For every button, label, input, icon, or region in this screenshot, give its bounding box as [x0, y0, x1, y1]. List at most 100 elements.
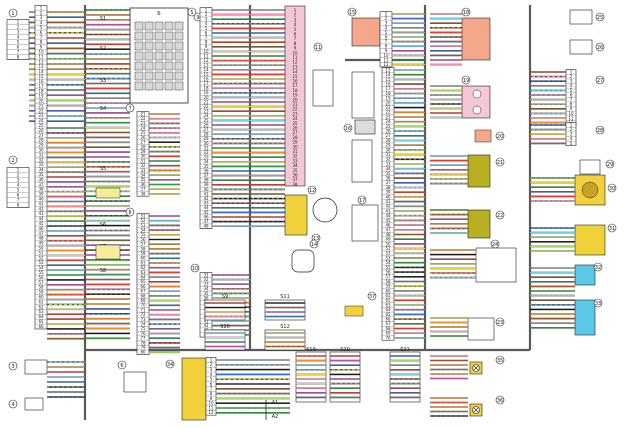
component-number: 2 [11, 158, 14, 164]
component-number: 18 [463, 10, 469, 16]
pin-number: 34 [140, 173, 146, 178]
fuse-slot [134, 31, 144, 41]
pin-number: 41 [203, 318, 209, 323]
pin-number: 14 [292, 69, 298, 74]
component-label-8: 8 [125, 207, 135, 217]
label-circle [165, 359, 175, 369]
pin-number: 8 [294, 41, 297, 46]
component-label-20: 20 [495, 131, 505, 141]
lamp-35 [469, 361, 483, 375]
pin-number: 23 [38, 113, 44, 118]
pin-number: 6 [17, 44, 20, 49]
component-number: 30 [609, 186, 615, 192]
component-number: 13 [313, 236, 319, 242]
pin-number: 68 [385, 326, 391, 331]
pin-number: 61 [38, 299, 44, 304]
component-number: 29 [607, 162, 613, 168]
pin-number: 7 [17, 197, 20, 202]
connector-yellow-left [95, 244, 121, 260]
pin-number: 59 [140, 251, 146, 256]
pin-number: 6 [17, 192, 20, 197]
component-number: 5 [190, 10, 193, 16]
splice-box-S9: S9 [204, 294, 246, 321]
pin-number: 58 [140, 246, 146, 251]
pin-number: 18 [385, 91, 391, 96]
pin-number: 1 [17, 167, 20, 172]
pin-number: 6 [385, 34, 388, 39]
wire-bundle-35 [430, 355, 468, 380]
pin-number: 3 [17, 29, 20, 34]
pin-number: 25 [203, 118, 209, 123]
pin-number: 77 [140, 336, 146, 341]
label-circle [495, 317, 505, 327]
pin-number: 34 [385, 166, 391, 171]
pin-number: 41 [203, 191, 209, 196]
component-label-5: 5 [187, 7, 197, 17]
pin-number: 28 [38, 138, 44, 143]
fuse-slot [154, 31, 164, 41]
pin-number: 31 [38, 152, 44, 157]
splice-frame [204, 299, 246, 321]
fuse-slot [174, 21, 184, 31]
pin-number: 4 [210, 372, 213, 377]
connector-16 [351, 71, 375, 119]
pin-number: 65 [140, 279, 146, 284]
pin-number: 46 [38, 226, 44, 231]
pin-number: 1 [17, 19, 20, 24]
splice-label: S19 [306, 347, 316, 353]
fuse-slot [174, 31, 184, 41]
pin-number: 36 [203, 295, 209, 300]
pin-number: 9 [294, 46, 297, 51]
splice-frame [264, 329, 306, 351]
pin-number: 26 [292, 126, 298, 131]
fuse-slot [154, 81, 164, 91]
component-number: 25 [597, 15, 603, 21]
pin-number: 54 [385, 260, 391, 265]
pin-number: 34 [38, 167, 44, 172]
wire-bundle-center [212, 9, 285, 227]
pin-number: 1 [570, 69, 573, 74]
pin-number: 2 [570, 127, 573, 132]
pin-number: 70 [385, 335, 391, 340]
pin-number: 8 [17, 54, 20, 59]
pin-number: 26 [203, 122, 209, 127]
pin-number: 6 [210, 381, 213, 386]
pin-number: 54 [38, 265, 44, 270]
label-circle [125, 207, 135, 217]
pin-number: 17 [38, 84, 44, 89]
pin-number: 60 [140, 256, 146, 261]
pin-number: 67 [140, 289, 146, 294]
pin-number: 40 [38, 197, 44, 202]
pin-number: 13 [203, 63, 209, 68]
pin-number: 12 [208, 410, 214, 415]
pin-number: 55 [140, 232, 146, 237]
wire-bundle-22 [430, 209, 468, 234]
pin-number: 74 [140, 322, 146, 327]
pin-number: 42 [38, 206, 44, 211]
pin-number: 79 [140, 345, 146, 350]
pin-number: 20 [203, 95, 209, 100]
connector-26 [569, 39, 593, 55]
pin-number: 43 [385, 208, 391, 213]
label-circle [490, 239, 500, 249]
pin-number: 31 [385, 152, 391, 157]
pin-number: 27 [203, 127, 209, 132]
pin-number: 30 [38, 148, 44, 153]
pin-number: 62 [140, 265, 146, 270]
pin-number: 32 [385, 157, 391, 162]
component-label-34: 34 [165, 359, 175, 369]
pin-number: 76 [140, 331, 146, 336]
label-circle [461, 7, 471, 17]
label-circle [309, 239, 319, 249]
component-number: 22 [497, 213, 503, 219]
wire-bundle-31 [530, 227, 575, 252]
pin-number: 11 [568, 115, 574, 120]
pin-number: 71 [140, 307, 146, 312]
label-circle [307, 185, 317, 195]
pin-number: 27 [385, 133, 391, 138]
pin-number: 41 [38, 201, 44, 206]
splice-box-S10: S10 [204, 324, 246, 351]
pin-number: 6 [294, 32, 297, 37]
pin-number: 27 [292, 130, 298, 135]
